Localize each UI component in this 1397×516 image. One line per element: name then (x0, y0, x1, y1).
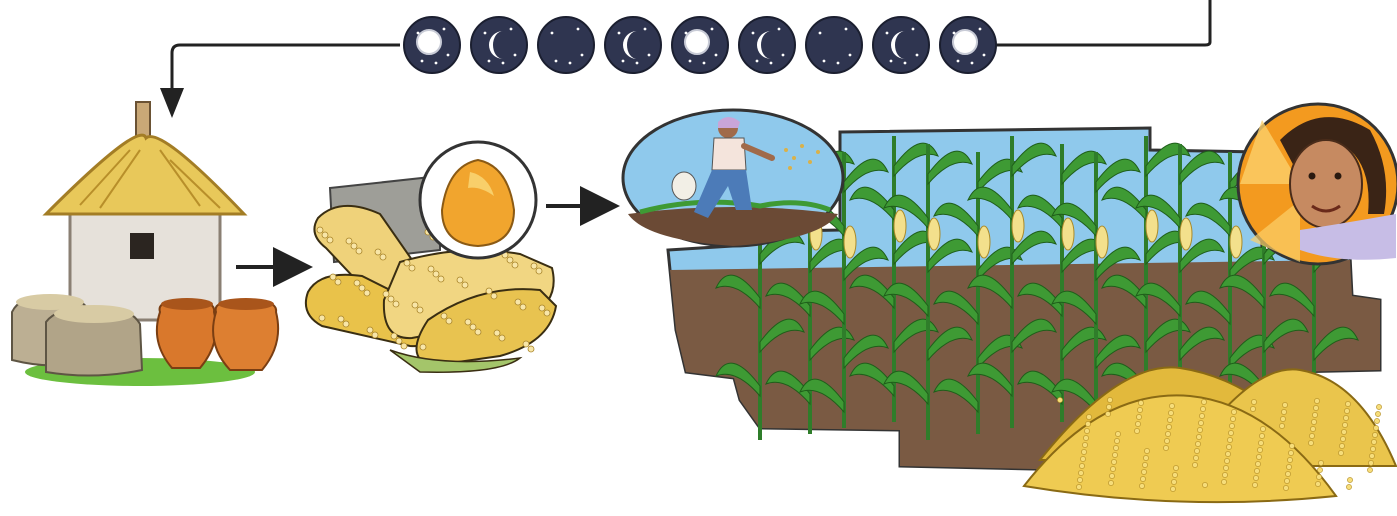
clay-pot-right (213, 298, 278, 370)
grain-sack-right (46, 305, 142, 376)
storage-stage (12, 102, 278, 386)
moon-new-icon (538, 17, 594, 73)
sowing-stage (623, 110, 843, 246)
moon-full-icon (940, 17, 996, 73)
face (1290, 140, 1362, 228)
moon-crescent-icon (739, 17, 795, 73)
moon-new-icon (806, 17, 862, 73)
moon-crescent-icon (471, 17, 527, 73)
moon-crescent-icon (605, 17, 661, 73)
moon-phase-row (404, 17, 996, 73)
timeline-arrowhead (160, 88, 184, 118)
hut-window (130, 233, 154, 259)
field-stage (623, 104, 1397, 502)
moon-full-icon (404, 17, 460, 73)
seed-selection-stage (306, 142, 556, 372)
sun-portrait (1238, 104, 1397, 264)
moon-crescent-icon (873, 17, 929, 73)
moon-full-icon (672, 17, 728, 73)
clay-pot-left (157, 298, 216, 368)
